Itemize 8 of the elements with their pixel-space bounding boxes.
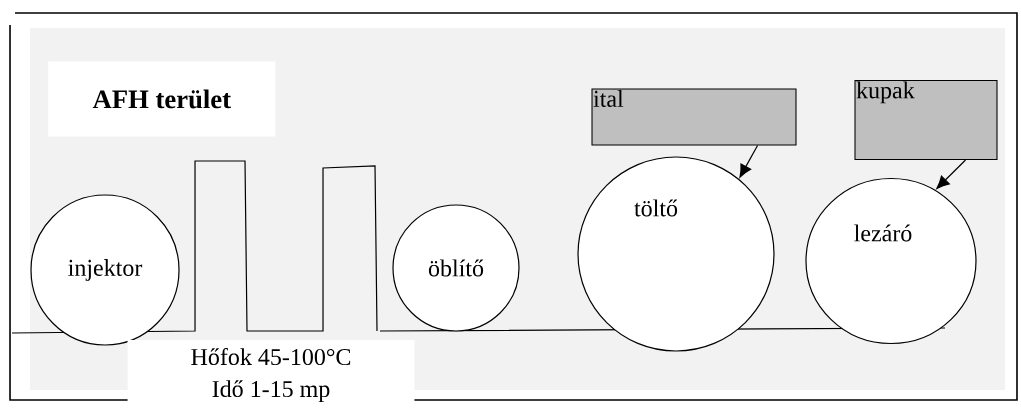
- node-label: Idő 1-15 mp: [212, 380, 330, 402]
- input-box: ital: [591, 88, 797, 146]
- node-label: Hőfok 45-100°C: [191, 347, 351, 366]
- input-box: kupak: [854, 79, 998, 161]
- arrow: [936, 159, 967, 190]
- arrow: [739, 144, 759, 178]
- note-box: Hőfok 45-100°C Idő 1-15 mp: [127, 340, 415, 410]
- heading: AFH terület: [48, 61, 276, 137]
